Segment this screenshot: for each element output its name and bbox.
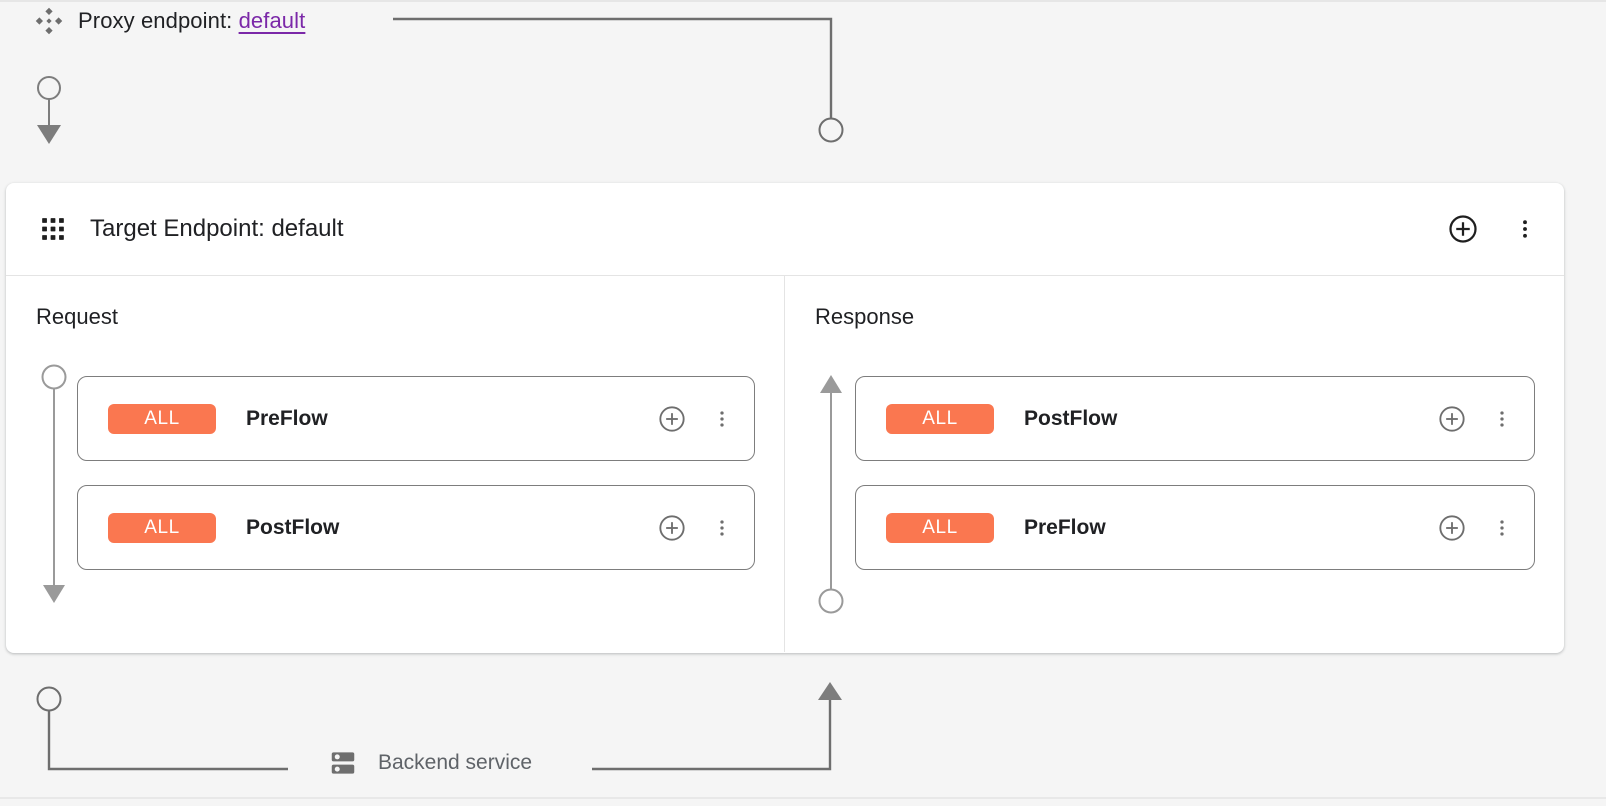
- more-vert-icon[interactable]: [1492, 514, 1512, 542]
- add-circle-icon[interactable]: [658, 405, 686, 433]
- flow-card-actions: [1438, 514, 1512, 542]
- flow-card-actions: [658, 514, 732, 542]
- add-circle-icon[interactable]: [1438, 514, 1466, 542]
- server-icon: [331, 752, 355, 774]
- flow-columns: Request ALL PreFlow: [6, 276, 1564, 652]
- flow-card-request-postflow[interactable]: ALL PostFlow: [77, 485, 755, 570]
- backend-response-wire: [592, 700, 832, 771]
- proxy-endpoint-icon: [35, 7, 63, 35]
- proxy-response-wire: [393, 17, 833, 119]
- flow-badge: ALL: [108, 512, 216, 543]
- flow-card-response-postflow[interactable]: ALL PostFlow: [855, 376, 1535, 461]
- flow-card-label: PreFlow: [1024, 515, 1106, 539]
- flow-card-request-preflow[interactable]: ALL PreFlow: [77, 376, 755, 461]
- response-column-title: Response: [815, 304, 915, 329]
- add-circle-icon[interactable]: [658, 514, 686, 542]
- flow-badge: ALL: [108, 403, 216, 434]
- target-endpoint-card: Target Endpoint: default: [6, 183, 1564, 653]
- request-column: Request ALL PreFlow: [6, 276, 785, 652]
- more-vert-icon[interactable]: [1492, 405, 1512, 433]
- proxy-endpoint-row: Proxy endpoint: default: [34, 6, 305, 36]
- backend-request-start-dot: [36, 686, 62, 712]
- flow-card-actions: [1438, 405, 1512, 433]
- backend-response-arrowhead: [818, 682, 842, 700]
- flow-card-label: PostFlow: [1024, 406, 1118, 430]
- flow-card-label: PostFlow: [246, 515, 340, 539]
- target-endpoint-actions: [1448, 214, 1536, 244]
- more-vert-icon[interactable]: [712, 405, 732, 433]
- add-circle-icon[interactable]: [1448, 214, 1478, 244]
- proxy-endpoint-label: Proxy endpoint: default: [78, 8, 305, 34]
- target-endpoint-header: Target Endpoint: default: [6, 183, 1564, 276]
- request-flow-list: ALL PreFlow: [77, 376, 755, 570]
- bottom-divider: [0, 797, 1606, 799]
- proxy-request-arrowhead: [37, 125, 61, 144]
- request-column-title: Request: [36, 304, 118, 329]
- request-flow-rail: [36, 364, 72, 603]
- grid-icon: [42, 218, 64, 240]
- proxy-response-endpoint-dot: [818, 117, 844, 143]
- response-column: Response ALL PostFlow: [785, 276, 1564, 652]
- top-divider: [0, 0, 1606, 2]
- response-flow-rail: [813, 375, 849, 614]
- proxy-endpoint-link[interactable]: default: [238, 8, 306, 33]
- response-flow-list: ALL PostFlow: [855, 376, 1535, 570]
- flow-badge: ALL: [886, 512, 994, 543]
- backend-service-label: Backend service: [378, 751, 533, 774]
- more-vert-icon[interactable]: [712, 514, 732, 542]
- backend-service-node[interactable]: Backend service: [318, 748, 543, 778]
- add-circle-icon[interactable]: [1438, 405, 1466, 433]
- flow-card-label: PreFlow: [246, 406, 328, 430]
- proxy-request-arrow: [37, 76, 61, 126]
- flow-card-actions: [658, 405, 732, 433]
- backend-request-wire: [47, 710, 288, 771]
- more-vert-icon[interactable]: [1514, 214, 1536, 244]
- target-endpoint-title: Target Endpoint: default: [90, 215, 344, 242]
- flow-badge: ALL: [886, 403, 994, 434]
- proxy-endpoint-label-text: Proxy endpoint:: [78, 8, 233, 33]
- flow-card-response-preflow[interactable]: ALL PreFlow: [855, 485, 1535, 570]
